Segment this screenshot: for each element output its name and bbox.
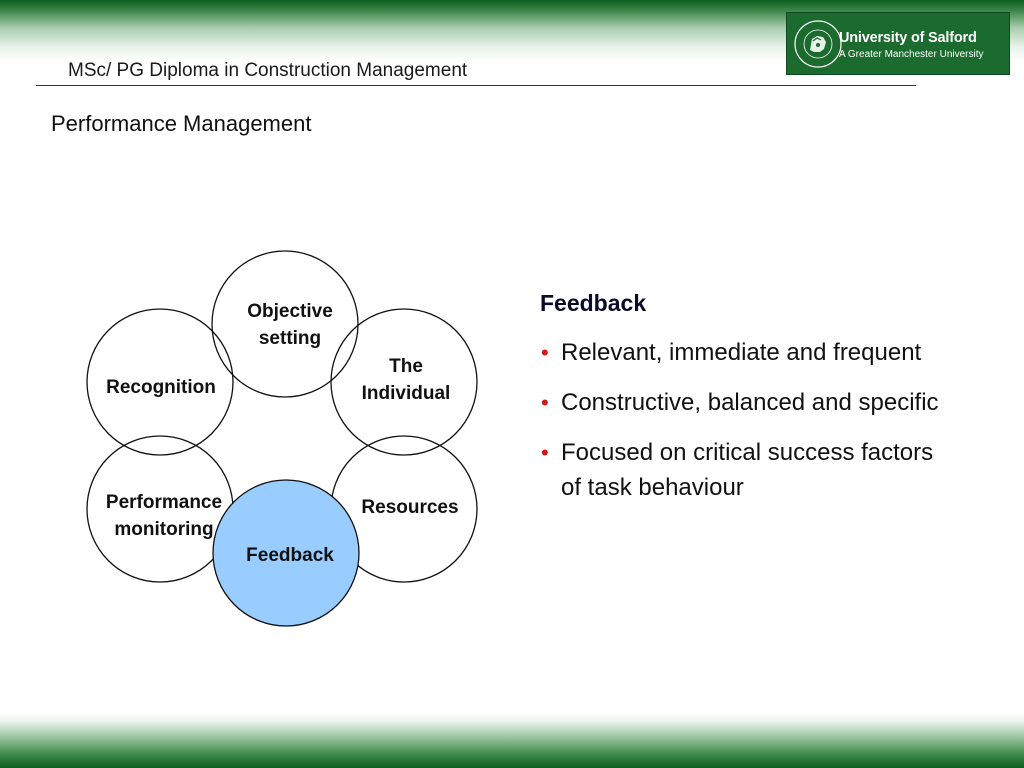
bullet-dot-icon: • bbox=[541, 440, 549, 465]
bullet-item: • Constructive, balanced and specific bbox=[540, 385, 940, 420]
panel-heading: Feedback bbox=[540, 290, 647, 316]
logo-university-name: University of Salford bbox=[839, 30, 977, 46]
diagram-circle-feedback bbox=[212, 479, 360, 627]
bullet-item: • Relevant, immediate and frequent bbox=[540, 335, 940, 370]
section-title: Performance Management bbox=[51, 111, 312, 136]
feedback-panel: Feedback • Relevant, immediate and frequ… bbox=[540, 290, 940, 520]
diagram-label-individual: Individual bbox=[362, 383, 451, 404]
diagram-label-recognition: Recognition bbox=[106, 377, 216, 398]
header-divider bbox=[36, 85, 916, 86]
university-logo: University of Salford A Greater Manchest… bbox=[786, 12, 1010, 75]
logo-tagline: A Greater Manchester University bbox=[839, 49, 984, 60]
footer-gradient-band bbox=[0, 712, 1024, 768]
diagram-label-objective: setting bbox=[259, 328, 321, 349]
bullet-dot-icon: • bbox=[541, 340, 549, 365]
bullet-item: • Focused on critical success factors of… bbox=[540, 435, 940, 505]
bullet-text: Focused on critical success factors of t… bbox=[561, 439, 934, 501]
bullet-text: Constructive, balanced and specific bbox=[561, 389, 939, 416]
diagram-label-monitoring: Performance bbox=[106, 492, 222, 513]
diagram-label-resources: Resources bbox=[361, 497, 458, 518]
diagram-label-objective: Objective bbox=[247, 301, 333, 322]
bullet-text: Relevant, immediate and frequent bbox=[561, 339, 922, 366]
university-seal-icon bbox=[794, 20, 842, 68]
diagram-circle-individual bbox=[330, 308, 478, 456]
course-title: MSc/ PG Diploma in Construction Manageme… bbox=[68, 60, 468, 81]
diagram-label-individual: The bbox=[389, 356, 423, 377]
bullet-dot-icon: • bbox=[541, 390, 549, 415]
diagram-label-monitoring: monitoring bbox=[114, 519, 213, 540]
diagram-circle-objective bbox=[211, 250, 359, 398]
diagram-label-feedback: Feedback bbox=[246, 545, 334, 566]
diagram-circle-recognition bbox=[86, 308, 234, 456]
